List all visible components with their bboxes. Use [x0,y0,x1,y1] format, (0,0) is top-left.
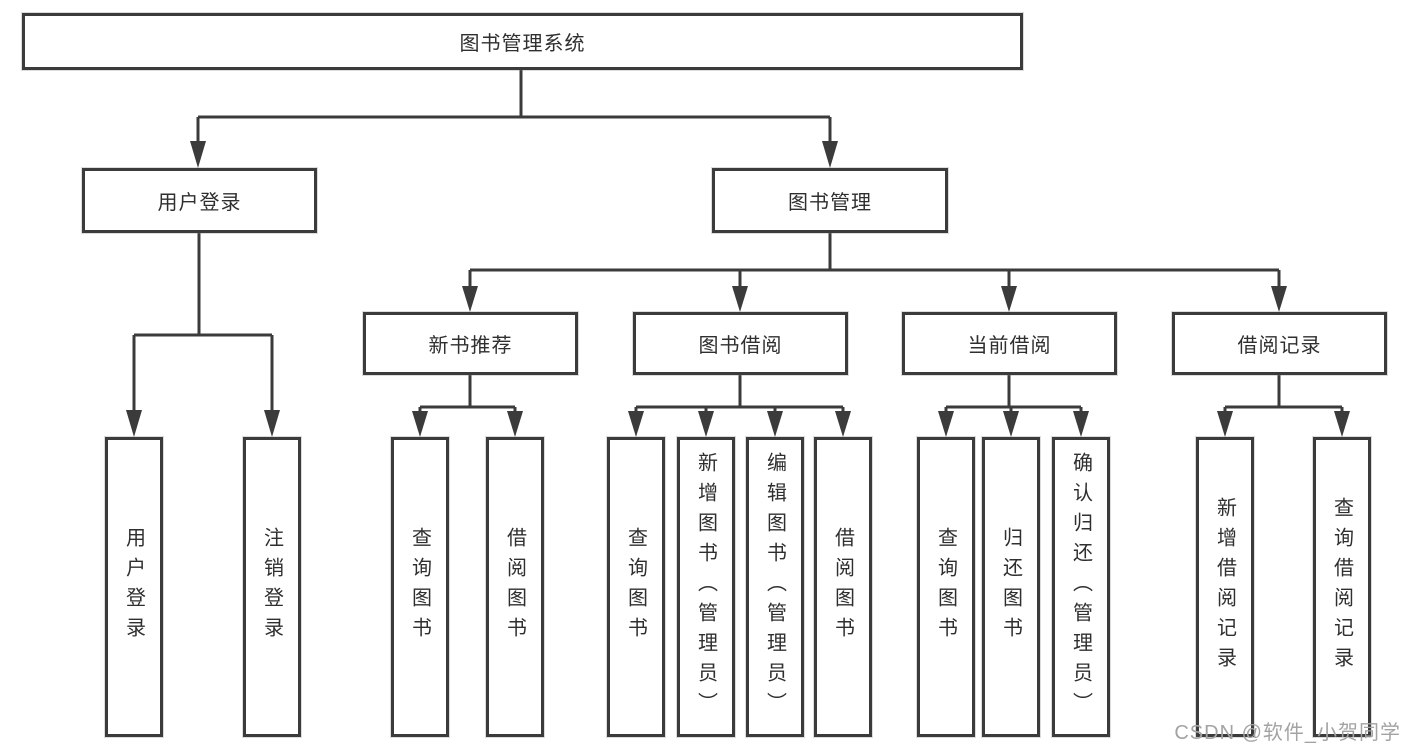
node-book-borrowing: 图书借阅 [633,312,848,375]
arrowhead-l3-bookborrow [732,286,748,312]
node-book-management: 图书管理 [712,168,948,233]
leaf-logout: 注销登录 [243,437,301,737]
leaf-query-borrow-record: 查询借阅记录 [1313,437,1371,737]
node-new-book-recommendation: 新书推荐 [363,312,578,375]
node-user-login: 用户登录 [82,168,317,233]
arrowhead-user-login [190,141,206,168]
leaf-edit-book-admin: 编辑图书（管理员） [746,437,804,737]
arrowhead-g3-leaf1 [628,411,644,437]
arrowhead-l3-records [1271,286,1287,312]
arrowhead-g4-leaf1 [938,411,954,437]
node-current-borrowing: 当前借阅 [902,312,1117,375]
leaf-return-books: 归还图书 [982,437,1040,737]
node-library-management-system: 图书管理系统 [22,13,1023,70]
leaf-user-login: 用户登录 [105,437,163,737]
arrowhead-g4-leaf3 [1073,411,1089,437]
leaf-add-book-admin: 新增图书（管理员） [677,437,735,737]
arrowhead-g3-leaf4 [835,411,851,437]
arrowhead-g3-leaf2 [698,411,714,437]
leaf-confirm-return-admin: 确认归还（管理员） [1052,437,1110,737]
leaf-query-books-borrowing: 查询图书 [607,437,665,737]
arrowhead-g4-leaf2 [1003,411,1019,437]
arrowhead-leaf-userlogin [126,410,142,437]
arrowhead-l3-newbook [462,286,478,312]
arrowhead-book-mgmt [822,141,838,168]
leaf-add-borrow-record: 新增借阅记录 [1196,437,1254,737]
leaf-query-books-current: 查询图书 [917,437,975,737]
arrowhead-g2-leaf1 [412,411,428,437]
csdn-watermark: CSDN @软件_小贺同学 [1174,722,1401,744]
node-borrowing-records: 借阅记录 [1172,312,1387,375]
arrowhead-g2-leaf2 [507,411,523,437]
leaf-borrow-books: 借阅图书 [814,437,872,737]
arrowhead-g5-leaf1 [1217,411,1233,437]
leaf-query-books-recommend: 查询图书 [391,437,449,737]
arrowhead-g3-leaf3 [767,411,783,437]
leaf-borrow-books-recommend: 借阅图书 [486,437,544,737]
arrowhead-l3-currentborrow [1001,286,1017,312]
arrowhead-g5-leaf2 [1334,411,1350,437]
arrowhead-leaf-logout [264,410,280,437]
